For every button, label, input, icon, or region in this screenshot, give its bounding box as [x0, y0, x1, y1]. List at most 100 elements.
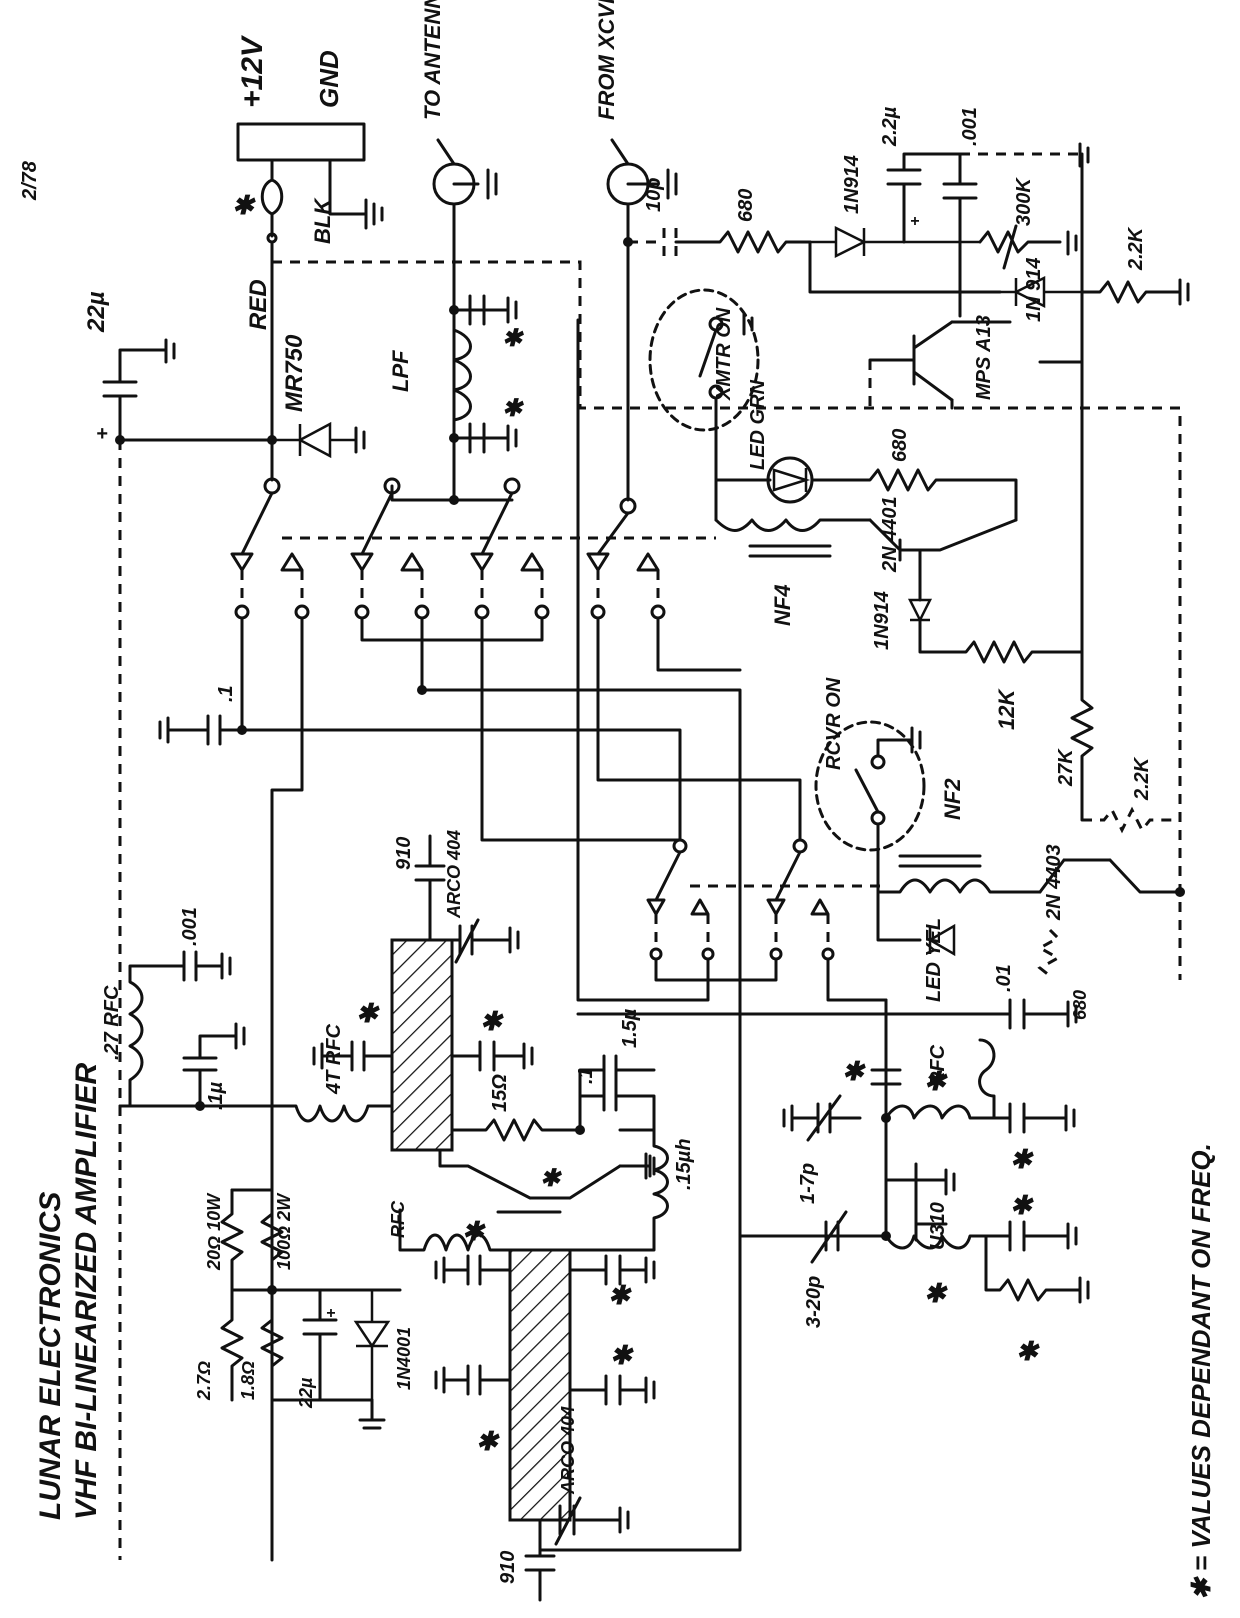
svg-text:LED GRN: LED GRN	[747, 379, 769, 470]
svg-text:1-7p: 1-7p	[797, 1163, 819, 1204]
transistor-2n4401: 2N 4401 1N914 12K	[868, 496, 1084, 730]
rf-detector: 10p 680 1N914 2.2µ + .001 300K 1N 914 2.…	[628, 106, 1190, 364]
svg-text:✱: ✱	[924, 1066, 948, 1096]
transistor-2n4403: 2N 4403 680	[1036, 844, 1182, 1020]
svg-text:RCVR ON: RCVR ON	[823, 677, 845, 770]
svg-text:RFC: RFC	[927, 1044, 949, 1086]
cap-01: .01	[884, 964, 1078, 1030]
svg-text:680: 680	[889, 429, 911, 462]
svg-text:1N 914: 1N 914	[1023, 258, 1045, 323]
svg-text:✱: ✱	[1016, 1336, 1040, 1366]
svg-text:2.2K: 2.2K	[1131, 756, 1153, 801]
svg-text:.001: .001	[179, 907, 201, 946]
svg-text:+: +	[326, 1305, 335, 1322]
svg-text:910: 910	[497, 1551, 519, 1584]
xcvr-label: FROM XCVR	[594, 0, 619, 120]
c-22u-top-label: 22µ	[83, 291, 110, 333]
page-number: 2/78	[19, 160, 41, 201]
svg-text:27K: 27K	[1055, 748, 1077, 787]
svg-text:2N 4401: 2N 4401	[879, 496, 901, 573]
svg-text:LED YEL: LED YEL	[923, 918, 945, 1002]
svg-text:100Ω 2W: 100Ω 2W	[274, 1192, 294, 1270]
svg-text:15Ω: 15Ω	[489, 1074, 511, 1112]
svg-text:3-20p: 3-20p	[803, 1276, 825, 1328]
svg-text:910: 910	[393, 837, 415, 870]
gnd-label: GND	[314, 50, 344, 108]
svg-text:20Ω 10W: 20Ω 10W	[204, 1192, 224, 1271]
svg-text:✱: ✱	[842, 1056, 866, 1086]
svg-text:2.7Ω: 2.7Ω	[194, 1361, 214, 1401]
svg-text:1N4001: 1N4001	[394, 1327, 414, 1390]
svg-text:10p: 10p	[643, 178, 665, 212]
transistor-mps-a13: MPS A13	[868, 315, 1012, 410]
svg-text:ARCO 404: ARCO 404	[444, 830, 464, 919]
svg-text:NF2: NF2	[940, 778, 965, 820]
svg-text:✱: ✱	[540, 1165, 562, 1192]
fuse-symbol	[260, 158, 284, 238]
svg-text:1.5µ: 1.5µ	[619, 1008, 641, 1048]
svg-text:22µ: 22µ	[296, 1377, 316, 1409]
svg-text:1.8Ω: 1.8Ω	[238, 1361, 258, 1400]
ground-symbol	[364, 198, 384, 230]
relay-nf2: NF2	[876, 778, 1042, 894]
input-stage: ✱ 1-7p RFC ✱ ✱ U310 ✱ ✱ ✱ 3-20p	[738, 1038, 1090, 1366]
svg-text:✱: ✱	[608, 1280, 632, 1310]
mr750-label: MR750	[281, 334, 308, 412]
title-line2: VHF BI-LINEARIZED AMPLIFIER	[70, 1062, 103, 1520]
svg-text:✱: ✱	[924, 1278, 948, 1308]
cap-22u-top: 22µ +	[83, 291, 176, 445]
svg-text:RFC: RFC	[388, 1200, 408, 1238]
svg-text:✱: ✱	[610, 1340, 634, 1370]
svg-text:2N 4403: 2N 4403	[1043, 844, 1065, 921]
svg-text:+: +	[910, 213, 919, 230]
led-yellow: LED YEL	[876, 890, 956, 1002]
xmtr-on-switch[interactable]: XMTR ON	[648, 288, 760, 432]
svg-text:.1µ: .1µ	[205, 1081, 227, 1110]
svg-text:✱: ✱	[1010, 1190, 1034, 1220]
cap-1-a: .1	[158, 685, 244, 746]
relay-contacts-top	[230, 477, 716, 620]
svg-text:✱: ✱	[1010, 1144, 1034, 1174]
antenna-connector[interactable]: TO ANTENNA	[420, 0, 498, 206]
svg-text:✱: ✱	[476, 1426, 500, 1456]
svg-text:.001: .001	[959, 107, 981, 146]
svg-text:XMTR ON: XMTR ON	[713, 307, 735, 401]
rcvr-on-switch[interactable]: RCVR ON	[814, 677, 926, 852]
lpf-label: LPF	[388, 350, 413, 392]
svg-text:MPS A13: MPS A13	[973, 315, 995, 400]
power-connector: +12V GND BLK RED ✱	[232, 34, 384, 330]
svg-text:1N914: 1N914	[871, 591, 893, 650]
svg-text:2.2µ: 2.2µ	[879, 106, 901, 147]
svg-text:1N914: 1N914	[841, 155, 863, 214]
red-wire-label: RED	[245, 279, 272, 330]
svg-text:.15µh: .15µh	[673, 1138, 695, 1190]
footnote: ✱ = VALUES DEPENDANT ON FREQ.	[1186, 1143, 1216, 1600]
svg-text:✱: ✱	[356, 998, 380, 1028]
svg-text:✱: ✱	[502, 395, 524, 422]
plus-12v-label: +12V	[236, 34, 269, 108]
diode-mr750: MR750	[272, 334, 366, 459]
svg-text:2.2K: 2.2K	[1125, 226, 1147, 271]
relay-contacts-bottom	[646, 838, 880, 982]
svg-text:.27 RFC: .27 RFC	[101, 985, 123, 1060]
svg-text:4T RFC: 4T RFC	[323, 1023, 345, 1095]
fuse-star: ✱	[232, 190, 256, 220]
svg-text:.01: .01	[993, 964, 1015, 992]
antenna-label: TO ANTENNA	[420, 0, 445, 120]
svg-text:+: +	[96, 423, 108, 445]
amplifier-stage: .27 RFC .001 .1µ 4T RFC 910 ARCO 404 ✱ ✱…	[101, 830, 695, 1602]
relay-nf4: NF4	[714, 518, 872, 626]
svg-text:12K: 12K	[994, 688, 1019, 730]
svg-text:ARCO 404: ARCO 404	[558, 1406, 578, 1495]
xcvr-connector[interactable]: FROM XCVR	[594, 0, 678, 206]
svg-text:✱: ✱	[502, 325, 524, 352]
svg-text:✱: ✱	[480, 1006, 504, 1036]
title-line1: LUNAR ELECTRONICS	[34, 1192, 67, 1520]
led-green: LED GRN 680	[714, 379, 1018, 522]
svg-text:680: 680	[1070, 990, 1090, 1020]
svg-text:680: 680	[735, 189, 757, 222]
svg-text:NF4: NF4	[770, 584, 795, 626]
svg-text:.1: .1	[215, 685, 237, 702]
